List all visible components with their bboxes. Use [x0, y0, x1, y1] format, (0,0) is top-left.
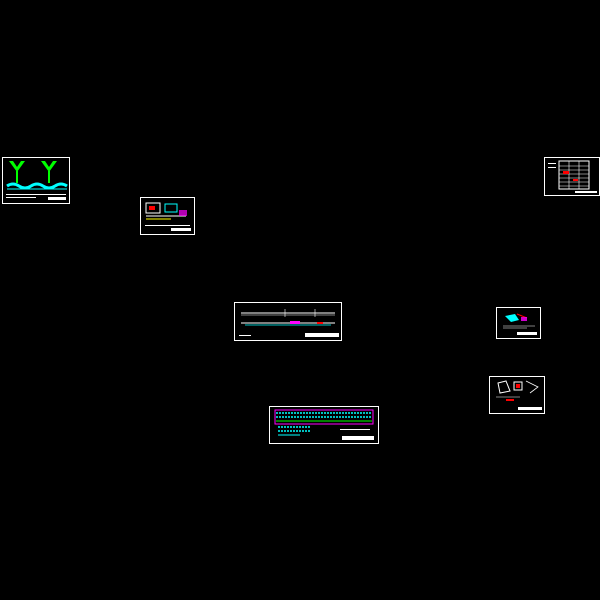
- drawing-sheet-table-schedule[interactable]: [544, 157, 600, 196]
- rebar-layout-graphic: [274, 409, 374, 440]
- drawing-sheet-small-detail[interactable]: [496, 307, 541, 339]
- drawing-sheet-section-detail[interactable]: [140, 197, 195, 235]
- drawing-sheet-tower-elevation[interactable]: [2, 157, 70, 204]
- section-detail-graphic: [145, 202, 191, 231]
- drawing-sheet-long-profile[interactable]: [234, 302, 342, 341]
- tower-elevation-graphic: [6, 161, 68, 200]
- table-schedule-graphic: [548, 160, 597, 193]
- node-detail-graphic: [496, 380, 542, 410]
- drawing-sheet-node-detail[interactable]: [489, 376, 545, 414]
- small-detail-graphic: [503, 313, 537, 335]
- long-profile-graphic: [239, 309, 339, 337]
- drawing-sheet-rebar-layout[interactable]: [269, 406, 379, 444]
